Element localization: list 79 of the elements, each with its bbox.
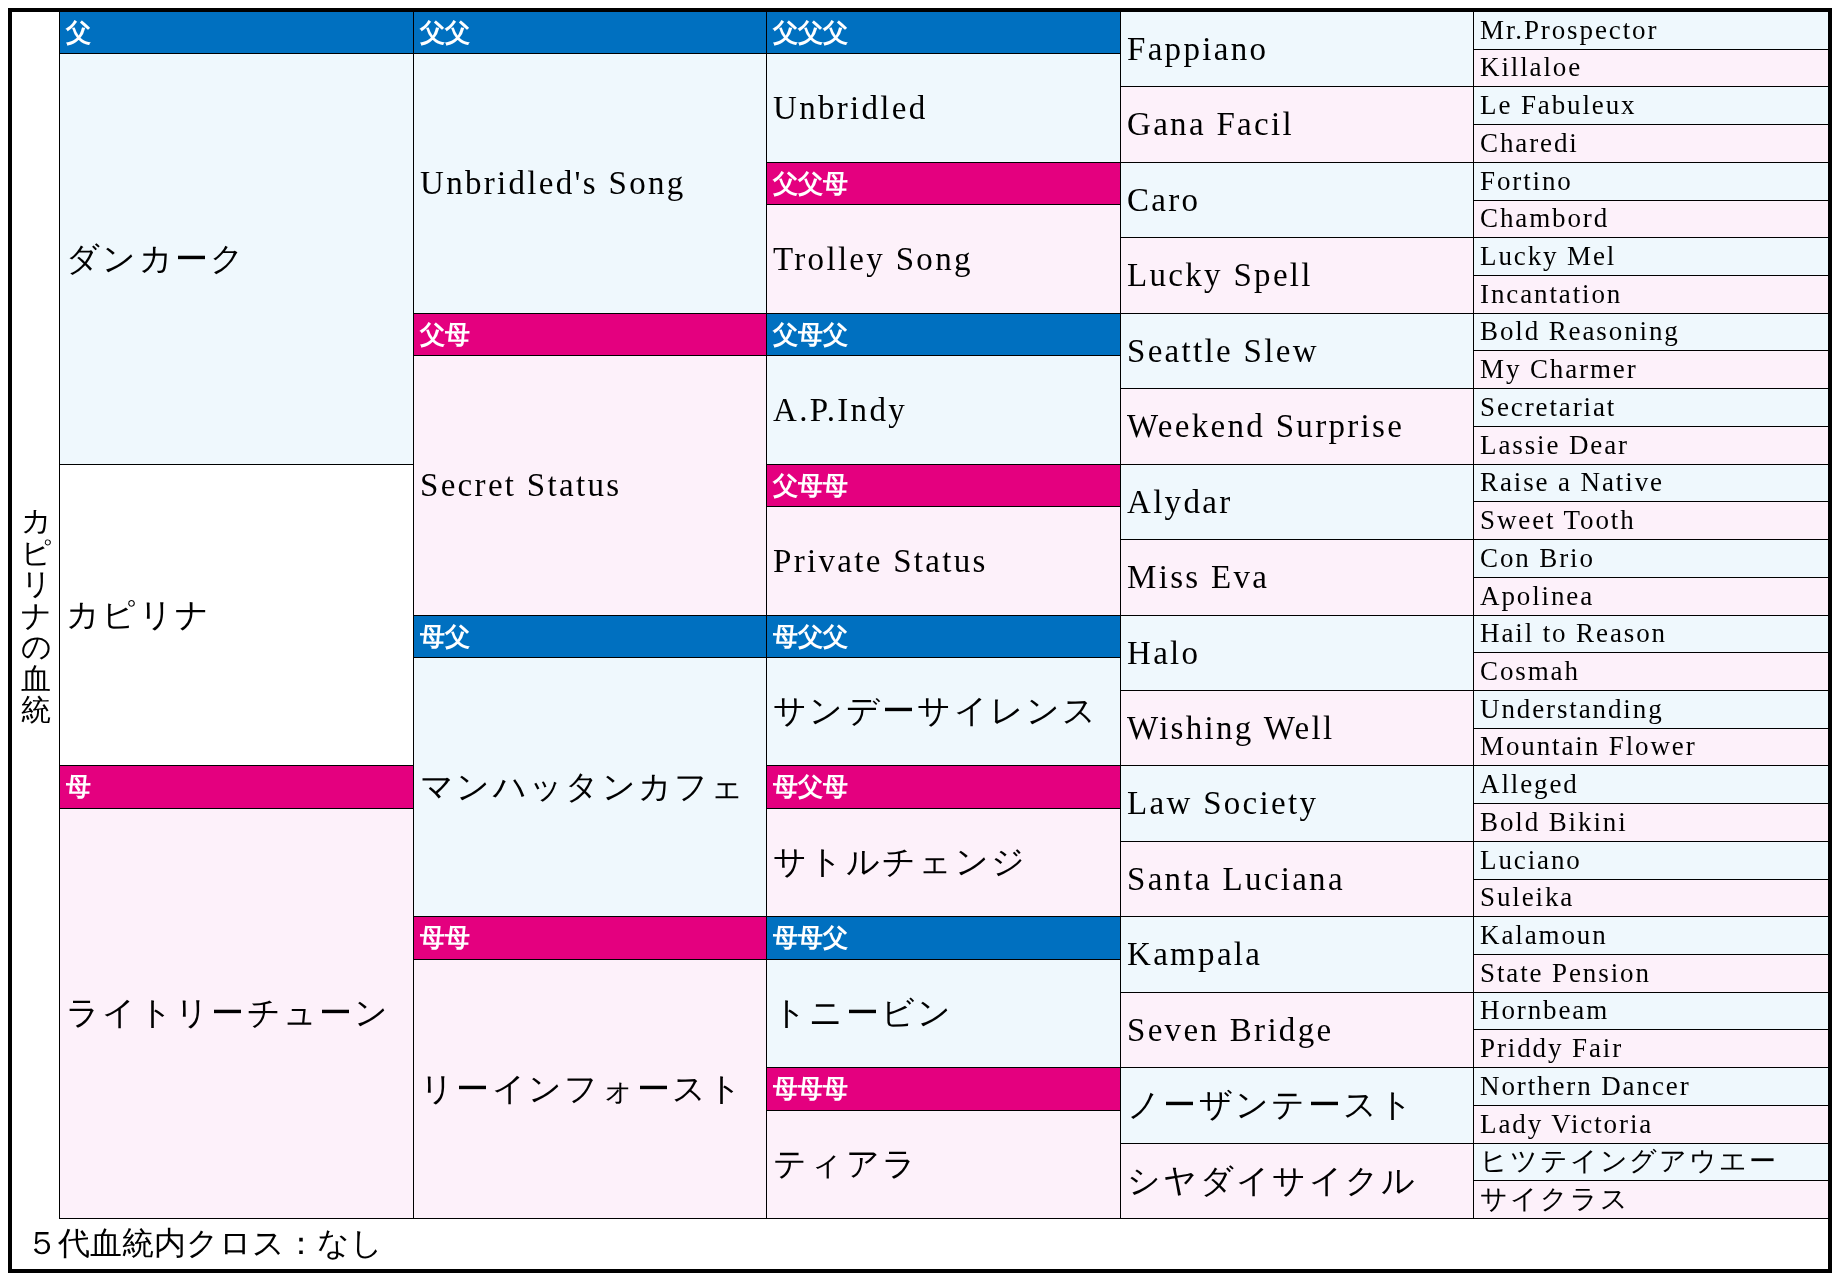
chart-title: カピリナの血統 [20,505,51,726]
horse-name: Mr.Prospector [1480,15,1659,46]
horse-name: Halo [1127,634,1201,672]
horse-name: Weekend Surprise [1127,408,1405,445]
horse-name: Lucky Spell [1127,257,1313,294]
horse-name: Luciano [1480,845,1582,876]
horse-name: Seven Bridge [1127,1011,1334,1049]
horse-name: Hornbeam [1480,996,1610,1026]
horse-name: ヒツテイングアウエー [1480,1147,1778,1177]
horse-name: Wishing Well [1127,709,1335,747]
horse-name: Secretariat [1480,392,1617,423]
horse-name: Unbridled [773,89,928,127]
horse-name: A.P.Indy [773,391,907,429]
horse-name: Le Fabuleux [1480,90,1637,121]
horse-name: Santa Luciana [1127,860,1345,898]
position-label: 父父父 [773,18,848,47]
position-label: 父母母 [773,471,848,500]
horse-name: ライトリーチューン [66,995,391,1032]
horse-name: Caro [1127,181,1201,219]
horse-name: トニービン [773,995,954,1032]
horse-name: Miss Eva [1127,559,1270,596]
horse-name: Lady Victoria [1480,1109,1654,1140]
horse-name: Trolley Song [773,240,973,278]
horse-name: Secret Status [420,467,622,504]
horse-name: ダンカーク [66,240,247,278]
position-label: 父父母 [773,169,848,198]
horse-name: Kampala [1127,936,1263,973]
position-label: 父母父 [773,320,848,349]
horse-name: Raise a Native [1480,468,1664,498]
horse-name: Suleika [1480,883,1575,913]
position-label: 母母母 [773,1075,848,1103]
horse-name: Law Society [1127,785,1319,822]
horse-name: Killaloe [1480,53,1583,83]
horse-name: Con Brio [1480,543,1595,574]
position-label: 母父 [420,622,470,651]
horse-name: Mountain Flower [1480,732,1697,762]
horse-name: Understanding [1480,694,1664,725]
horse-name: Alleged [1480,769,1579,800]
horse-name: Lucky Mel [1480,241,1617,272]
horse-name: Alydar [1127,483,1233,521]
horse-name: Fappiano [1127,30,1269,68]
horse-name: Gana Facil [1127,106,1294,143]
horse-name: サイクラス [1480,1184,1630,1215]
horse-name: Unbridled's Song [420,165,686,202]
position-label: 父母 [420,320,470,349]
horse-name: リーインフォースト [420,1070,745,1108]
horse-name: Northern Dancer [1480,1071,1691,1102]
horse-name: Bold Bikini [1480,807,1628,838]
horse-name: Charedi [1480,128,1579,159]
position-label: 父 [66,18,91,47]
horse-name: シヤダイサイクル [1127,1162,1418,1200]
horse-name: ノーザンテースト [1127,1087,1416,1124]
horse-name: State Pension [1480,958,1651,989]
horse-name: サンデーサイレンス [773,693,1099,730]
horse-name: Bold Reasoning [1480,317,1680,347]
position-label: 母父母 [773,773,848,801]
position-label: 母 [66,773,91,801]
horse-name: Apolinea [1480,581,1595,612]
horse-name: Fortino [1480,166,1573,197]
horse-name: My Charmer [1480,354,1638,385]
horse-name: ティアラ [773,1146,919,1183]
horse-name: Sweet Tooth [1480,505,1636,536]
horse-name: Chambord [1480,204,1610,234]
horse-name: サトルチェンジ [773,844,1028,881]
horse-name: Incantation [1480,279,1623,310]
horse-name: Seattle Slew [1127,332,1319,370]
horse-name: Hail to Reason [1480,619,1667,649]
horse-name: Kalamoun [1480,920,1608,951]
position-label: 母母父 [773,924,848,952]
horse-name: Priddy Fair [1480,1033,1624,1064]
horse-name: Lassie Dear [1480,430,1629,461]
horse-name: マンハッタンカフェ [420,768,747,806]
horse-name: Private Status [773,542,988,580]
horse-name: Cosmah [1480,656,1580,687]
position-label: 母母 [420,924,470,952]
position-label: 父父 [420,18,470,47]
horse-name: カピリナ [66,596,212,634]
inbreeding-note: ５代血統内クロス：なし [26,1226,383,1262]
position-label: 母父父 [773,622,848,651]
